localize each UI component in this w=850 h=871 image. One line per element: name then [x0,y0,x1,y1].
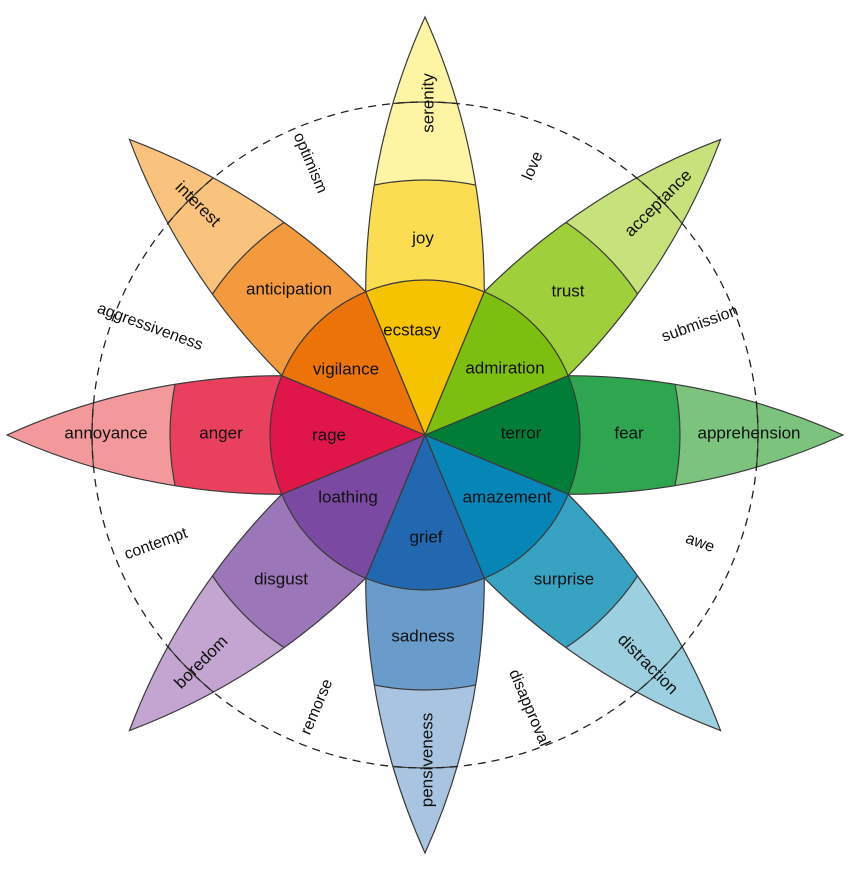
label-inner-sadness: grief [409,528,442,547]
petal-band-middle-anticipation [170,180,425,435]
label-layer: ecstasyjoyserenityadmirationtrustaccepta… [64,73,800,808]
dyad-submission: submission [659,302,740,345]
petal-outline-sadness [365,433,485,855]
label-outer-joy: serenity [419,73,438,133]
petal-band-middle-surprise [425,435,680,690]
label-middle-sadness: sadness [391,627,454,646]
petal-band-inner-disgust [281,435,425,579]
label-inner-anger: rage [312,426,346,445]
petal-disgust [128,433,427,732]
label-inner-trust: admiration [465,359,544,378]
label-outer-sadness: pensiveness [418,713,437,808]
label-outer-fear: apprehension [697,424,800,443]
label-middle-disgust: disgust [254,570,308,589]
dyad-optimism: optimism [290,130,331,196]
petal-band-middle-trust [425,180,680,435]
petal-outline-trust [423,138,722,437]
label-middle-joy: joy [411,229,434,248]
label-outer-anger: annoyance [64,424,147,443]
ring-layer [91,101,759,769]
label-inner-disgust: loathing [318,488,378,507]
label-inner-joy: ecstasy [383,321,441,340]
petal-outline-disgust [128,433,427,732]
dyad-aggressiveness: aggressiveness [95,300,205,354]
dyad-disapproval: disapproval [505,667,553,749]
petal-band-inner-anticipation [281,291,425,435]
label-middle-anger: anger [199,424,243,443]
petal-anticipation [128,138,427,437]
label-middle-surprise: surprise [534,570,594,589]
petal-outline-anticipation [128,138,427,437]
dyad-circle [91,101,759,769]
inner-circle [269,279,581,591]
dyad-love: love [519,149,546,183]
petal-band-inner-sadness [365,435,485,590]
dyad-awe: awe [683,530,716,556]
dyad-remorse: remorse [298,677,337,738]
label-inner-anticipation: vigilance [313,360,379,379]
petal-surprise [423,433,722,732]
dyad-contempt: contempt [122,525,190,564]
petal-band-inner-surprise [425,435,569,579]
petal-anger [5,375,427,495]
label-inner-surprise: amazement [463,488,552,507]
label-middle-trust: trust [551,282,584,301]
petal-band-middle-disgust [170,435,425,690]
petal-band-inner-joy [365,280,485,435]
petals-layer [5,15,845,855]
petal-band-inner-trust [425,291,569,435]
petal-outline-anger [5,375,427,495]
label-middle-anticipation: anticipation [246,280,332,299]
label-middle-fear: fear [614,424,644,443]
label-inner-fear: terror [501,424,542,443]
petal-outline-joy [365,15,485,437]
petal-outline-surprise [423,433,722,732]
petal-outline-fear [423,375,845,495]
petal-band-inner-anger [270,375,425,495]
petal-trust [423,138,722,437]
petal-band-inner-fear [425,375,580,495]
